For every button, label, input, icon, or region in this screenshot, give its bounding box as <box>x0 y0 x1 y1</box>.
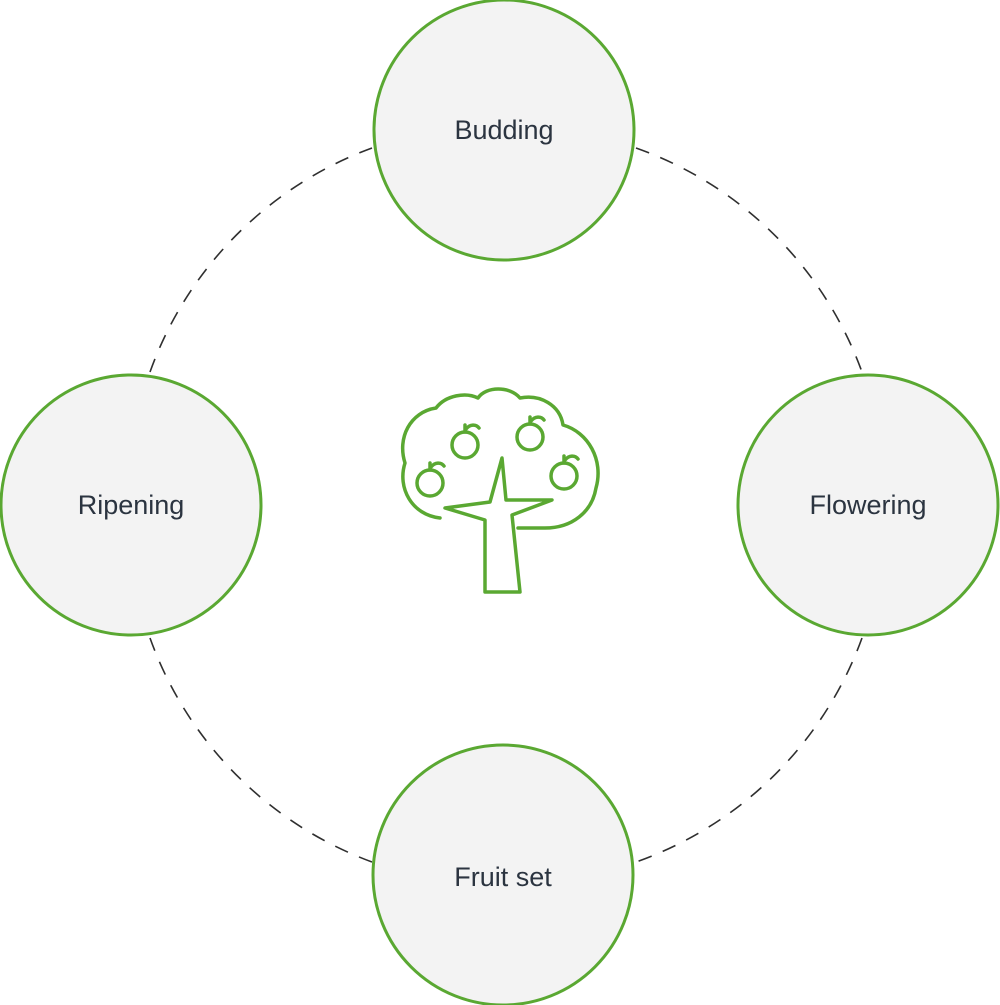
arc-flowering-to-fruit-set <box>635 637 863 863</box>
arc-ripening-to-budding <box>149 147 373 373</box>
stage-circle <box>371 743 635 1005</box>
stage-circle <box>372 0 636 262</box>
arc-fruit-set-to-ripening <box>149 637 373 863</box>
stage-label-budding: Budding <box>454 115 553 145</box>
stage-label-fruit-set: Fruit set <box>454 862 552 892</box>
cycle-path <box>149 147 863 863</box>
arc-budding-to-flowering <box>635 147 863 373</box>
apple-icon <box>450 423 481 460</box>
apple-icon <box>515 415 546 452</box>
stage-circle <box>0 373 263 637</box>
apple-tree-icon <box>400 387 600 594</box>
stage-node-fruit-set: Fruit set <box>371 743 635 1005</box>
apple-icon <box>415 461 446 498</box>
stage-label-ripening: Ripening <box>78 490 185 520</box>
apple-icon <box>549 454 580 491</box>
stage-node-flowering: Flowering <box>736 373 1000 637</box>
stage-circle <box>736 373 1000 637</box>
stage-node-budding: Budding <box>372 0 636 262</box>
stage-label-flowering: Flowering <box>809 490 926 520</box>
stage-node-ripening: Ripening <box>0 373 263 637</box>
